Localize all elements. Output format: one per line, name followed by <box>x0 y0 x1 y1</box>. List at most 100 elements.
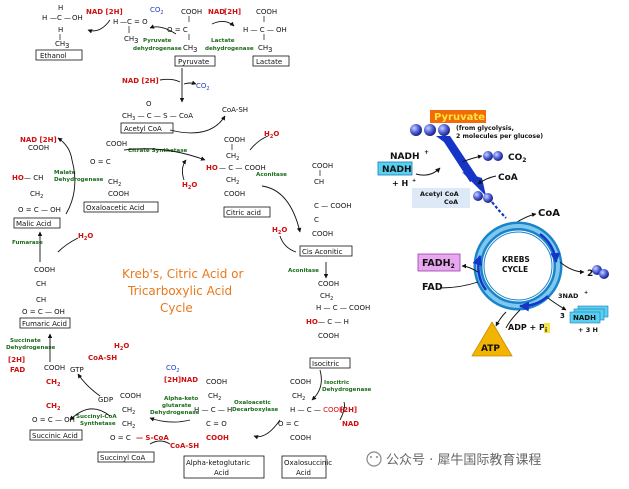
svg-text:CH: CH <box>314 178 324 186</box>
svg-text:C: C <box>314 216 319 224</box>
citric-acid-box <box>223 206 271 218</box>
svg-text:CYCLE: CYCLE <box>502 265 528 274</box>
svg-text:2: 2 <box>587 269 593 279</box>
citric-acid-structure: COOH CH2 HO— C — COOH CH2 COOH Citric ac… <box>206 136 271 218</box>
svg-text:COOH: COOH <box>120 392 141 400</box>
svg-text:H — C — COOH: H — C — COOH <box>290 406 344 414</box>
ethanol-box <box>35 49 83 61</box>
svg-text:GDP: GDP <box>98 396 113 404</box>
oxalosuccinic-box <box>281 455 327 479</box>
oxaloacetic-acid-box <box>83 201 159 213</box>
svg-text:CH: CH <box>183 44 193 52</box>
svg-text:[2H]: [2H] <box>224 8 241 16</box>
svg-text:CO2: CO2 <box>196 82 210 92</box>
svg-text:CH2: CH2 <box>108 178 121 188</box>
svg-text:COOH: COOH <box>318 280 339 288</box>
svg-text:H2O: H2O <box>78 232 93 242</box>
acetyl-coa-box <box>120 122 174 134</box>
svg-text:O = C — OH: O = C — OH <box>22 308 65 316</box>
svg-text:COOH: COOH <box>181 8 202 16</box>
krebs-summary-panel: Pyruvate (from glycolysis, 2 molecules p… <box>377 110 609 357</box>
svg-text:COOH: COOH <box>312 230 333 238</box>
svg-text:CH: CH <box>55 40 65 48</box>
svg-text:glutarate: glutarate <box>162 403 192 409</box>
svg-text:CH2: CH2 <box>30 190 43 200</box>
svg-text:(from glycolysis,: (from glycolysis, <box>456 125 514 132</box>
isocitric-box <box>309 357 351 369</box>
aconitase-label-1: Aconitase <box>256 172 287 178</box>
svg-text:3: 3 <box>65 42 69 50</box>
svg-text:NADH: NADH <box>573 314 596 322</box>
isocitric-dehydrogenase-label: Isocitric <box>324 380 349 386</box>
svg-text:+ H: + H <box>392 179 408 188</box>
svg-text:+: + <box>412 178 416 184</box>
svg-text:Decarboxylase: Decarboxylase <box>232 407 278 413</box>
svg-text:NADH: NADH <box>382 165 412 175</box>
svg-text:C = O: C = O <box>206 420 227 428</box>
svg-text:CH2: CH2 <box>226 152 239 162</box>
atp-label: ATP <box>481 344 500 354</box>
svg-text:COOH: COOH <box>106 140 127 148</box>
svg-text:COOH: COOH <box>34 266 55 274</box>
alpha-kg-dehydrogenase-label: Alpha-keto <box>164 396 198 402</box>
malic-acid-structure: COOH HO— CH CH2 O = C — OH Malic Acid <box>12 144 61 229</box>
svg-text:COOH: COOH <box>256 8 277 16</box>
svg-text:COOH: COOH <box>108 190 129 198</box>
svg-text:CO2: CO2 <box>166 364 180 374</box>
svg-text:[2H]: [2H] <box>8 356 25 364</box>
acetyl-coa-right-label: Acetyl CoA <box>420 190 459 198</box>
ethanol-label: Ethanol <box>40 52 67 60</box>
svg-text:+: + <box>424 149 429 156</box>
svg-text:+: + <box>584 290 588 296</box>
svg-text:Dehydrogenase: Dehydrogenase <box>150 410 200 416</box>
citrate-synthetase-label: Citrate Synthetase <box>128 148 188 154</box>
svg-text:H: H <box>113 18 118 26</box>
succinyl-coa-structure: COOH CH2 CH2 O = C — S-CoA Succinyl CoA <box>97 392 169 463</box>
svg-text:CH2: CH2 <box>320 292 333 302</box>
fumarase-label: Fumarase <box>12 240 43 246</box>
svg-text:— C — COOH: — C — COOH <box>219 164 266 172</box>
succinyl-coa-box <box>97 451 155 463</box>
alpha-ketoglutaric-structure: COOH CH2 H — C — H C = O COOH Alpha-keto… <box>183 378 265 479</box>
svg-text:— S-CoA: — S-CoA <box>136 434 169 442</box>
svg-text:— C — H: — C — H <box>318 318 349 326</box>
svg-text:COOH: COOH <box>290 434 311 442</box>
svg-text:O = C — OH: O = C — OH <box>18 206 61 214</box>
svg-text:CH2: CH2 <box>46 378 61 388</box>
svg-text:—: — <box>50 14 57 22</box>
malic-acid-box <box>13 217 61 229</box>
svg-text:O = C: O = C <box>167 26 188 34</box>
nad-label: NAD [2H] <box>86 8 123 16</box>
svg-text:NAD [2H]: NAD [2H] <box>20 136 57 144</box>
svg-text:—: — <box>120 18 127 26</box>
svg-text:FAD: FAD <box>10 366 25 374</box>
succinic-acid-box <box>29 429 83 441</box>
svg-text:CH3 — C — S — CoA: CH3 — C — S — CoA <box>122 112 193 122</box>
svg-text:CH: CH <box>124 35 134 43</box>
fumaric-acid-label: Fumaric Acid <box>22 320 67 328</box>
svg-text:Dehydrogenase: Dehydrogenase <box>322 387 372 393</box>
adp-label: ADP + P <box>508 323 545 332</box>
svg-text:CoA-SH: CoA-SH <box>222 106 248 114</box>
oxaloacetic-acid-structure: COOH O = C CH2 COOH Oxaloacetic Acid <box>83 140 159 213</box>
svg-text:NAD: NAD <box>342 420 359 428</box>
svg-text:Dehydrogenase: Dehydrogenase <box>6 345 56 351</box>
svg-text:Acid: Acid <box>296 469 311 477</box>
svg-text:CoA: CoA <box>538 208 560 219</box>
acetyl-coa-structure: O CH3 — C — S — CoA Acetyl CoA <box>120 100 193 134</box>
svg-text:H2O: H2O <box>182 181 197 191</box>
svg-text:CH: CH <box>36 296 46 304</box>
svg-text:H2O: H2O <box>272 226 287 236</box>
svg-text:CoA-SH: CoA-SH <box>170 442 199 450</box>
svg-text:COOH: COOH <box>224 190 245 198</box>
svg-text:COOH: COOH <box>312 162 333 170</box>
svg-text:O = C: O = C <box>90 158 111 166</box>
svg-text:H — C — COOH: H — C — COOH <box>316 304 370 312</box>
succinic-acid-label: Succinic Acid <box>32 432 78 440</box>
svg-text:H: H <box>58 26 63 34</box>
svg-text:NADH: NADH <box>390 152 420 162</box>
